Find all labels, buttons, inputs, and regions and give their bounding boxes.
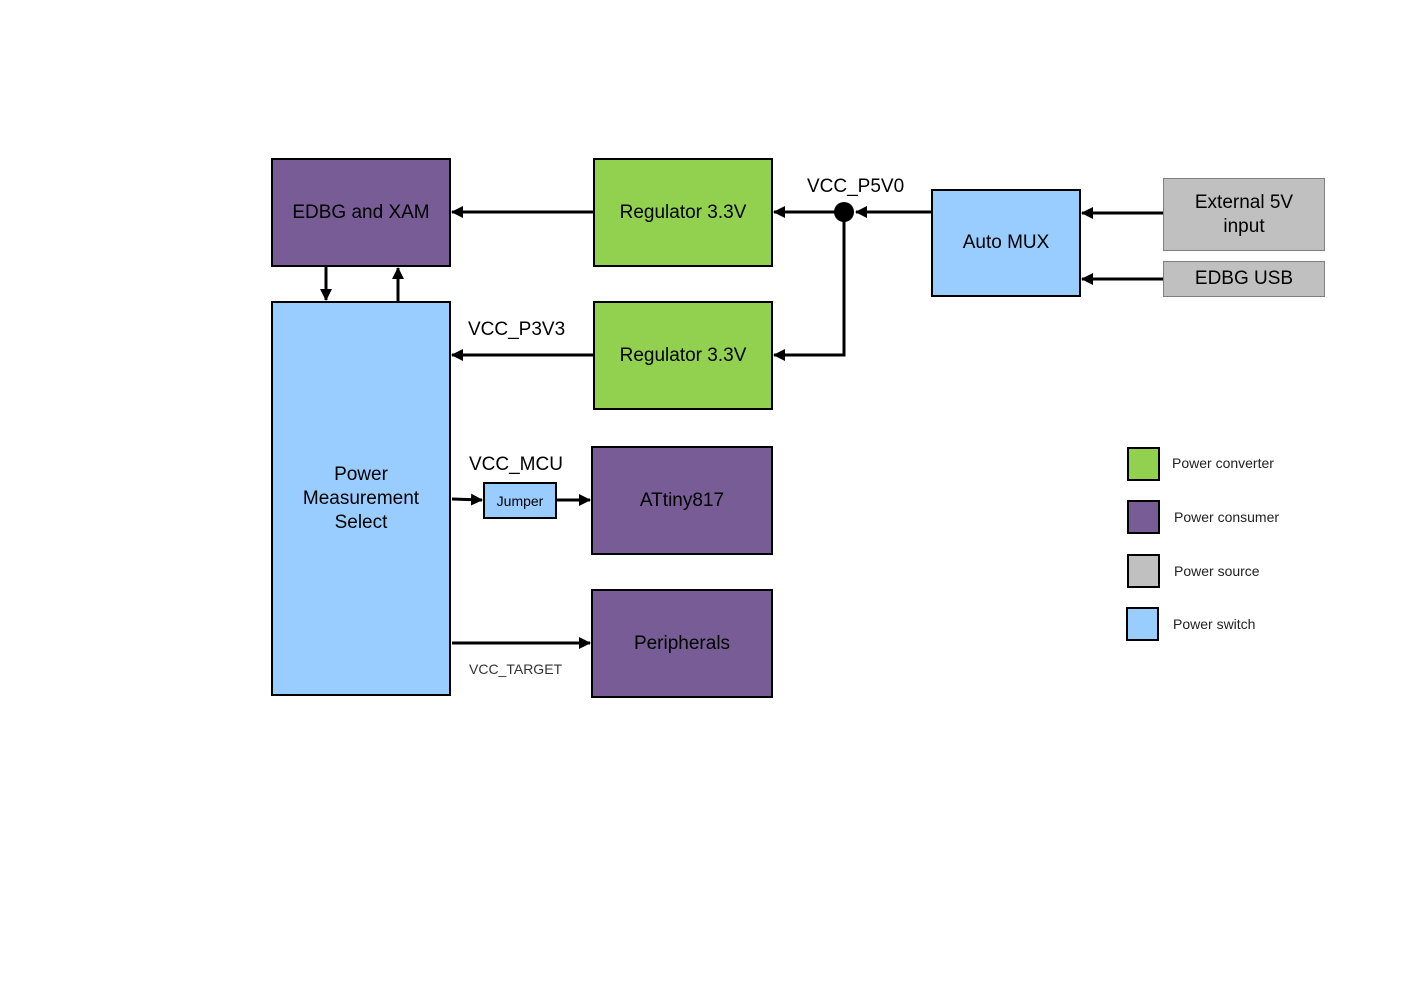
peripherals-label: Peripherals [633,632,731,654]
regulator-2-label: Regulator 3.3V [619,344,747,366]
jumper-block: Jumper [483,482,557,519]
jumper-label: Jumper [496,492,544,509]
wire-node-reg2 [773,212,846,361]
power-measurement-select-label: Power Measurement Select [302,463,420,533]
legend-label-switch: Power switch [1173,616,1256,632]
legend-label-converter: Power converter [1172,455,1274,471]
regulator-1-block: Regulator 3.3V [593,158,773,267]
legend-label-consumer: Power consumer [1174,509,1280,525]
edbg-usb-block: EDBG USB [1163,261,1325,297]
attiny817-label: ATtiny817 [639,489,725,511]
legend-swatch-switch [1126,607,1159,641]
edbg-xam-label: EDBG and XAM [292,201,430,223]
edbg-xam-block: EDBG and XAM [271,158,451,267]
junction-node [834,202,854,222]
regulator-2-block: Regulator 3.3V [593,301,773,410]
net-label-vcc-mcu: VCC_MCU [469,454,563,475]
external-5v-label: External 5V input [1194,191,1294,237]
net-label-vcc-p3v3: VCC_P3V3 [468,319,566,340]
auto-mux-label: Auto MUX [962,232,1050,253]
edbg-usb-label: EDBG USB [1194,268,1294,289]
power-measurement-select-block: Power Measurement Select [271,301,451,696]
regulator-1-label: Regulator 3.3V [619,201,747,223]
attiny817-block: ATtiny817 [591,446,773,555]
legend-swatch-consumer [1127,500,1160,534]
external-5v-block: External 5V input [1163,178,1325,251]
legend-swatch-converter [1127,447,1160,481]
net-label-vcc-target: VCC_TARGET [469,661,563,677]
legend-swatch-source [1127,554,1160,588]
wire-pms-jumper [451,493,483,506]
auto-mux-block: Auto MUX [931,189,1081,297]
net-label-vcc-p5v0: VCC_P5V0 [807,176,905,197]
legend-label-source: Power source [1174,563,1260,579]
peripherals-block: Peripherals [591,589,773,698]
